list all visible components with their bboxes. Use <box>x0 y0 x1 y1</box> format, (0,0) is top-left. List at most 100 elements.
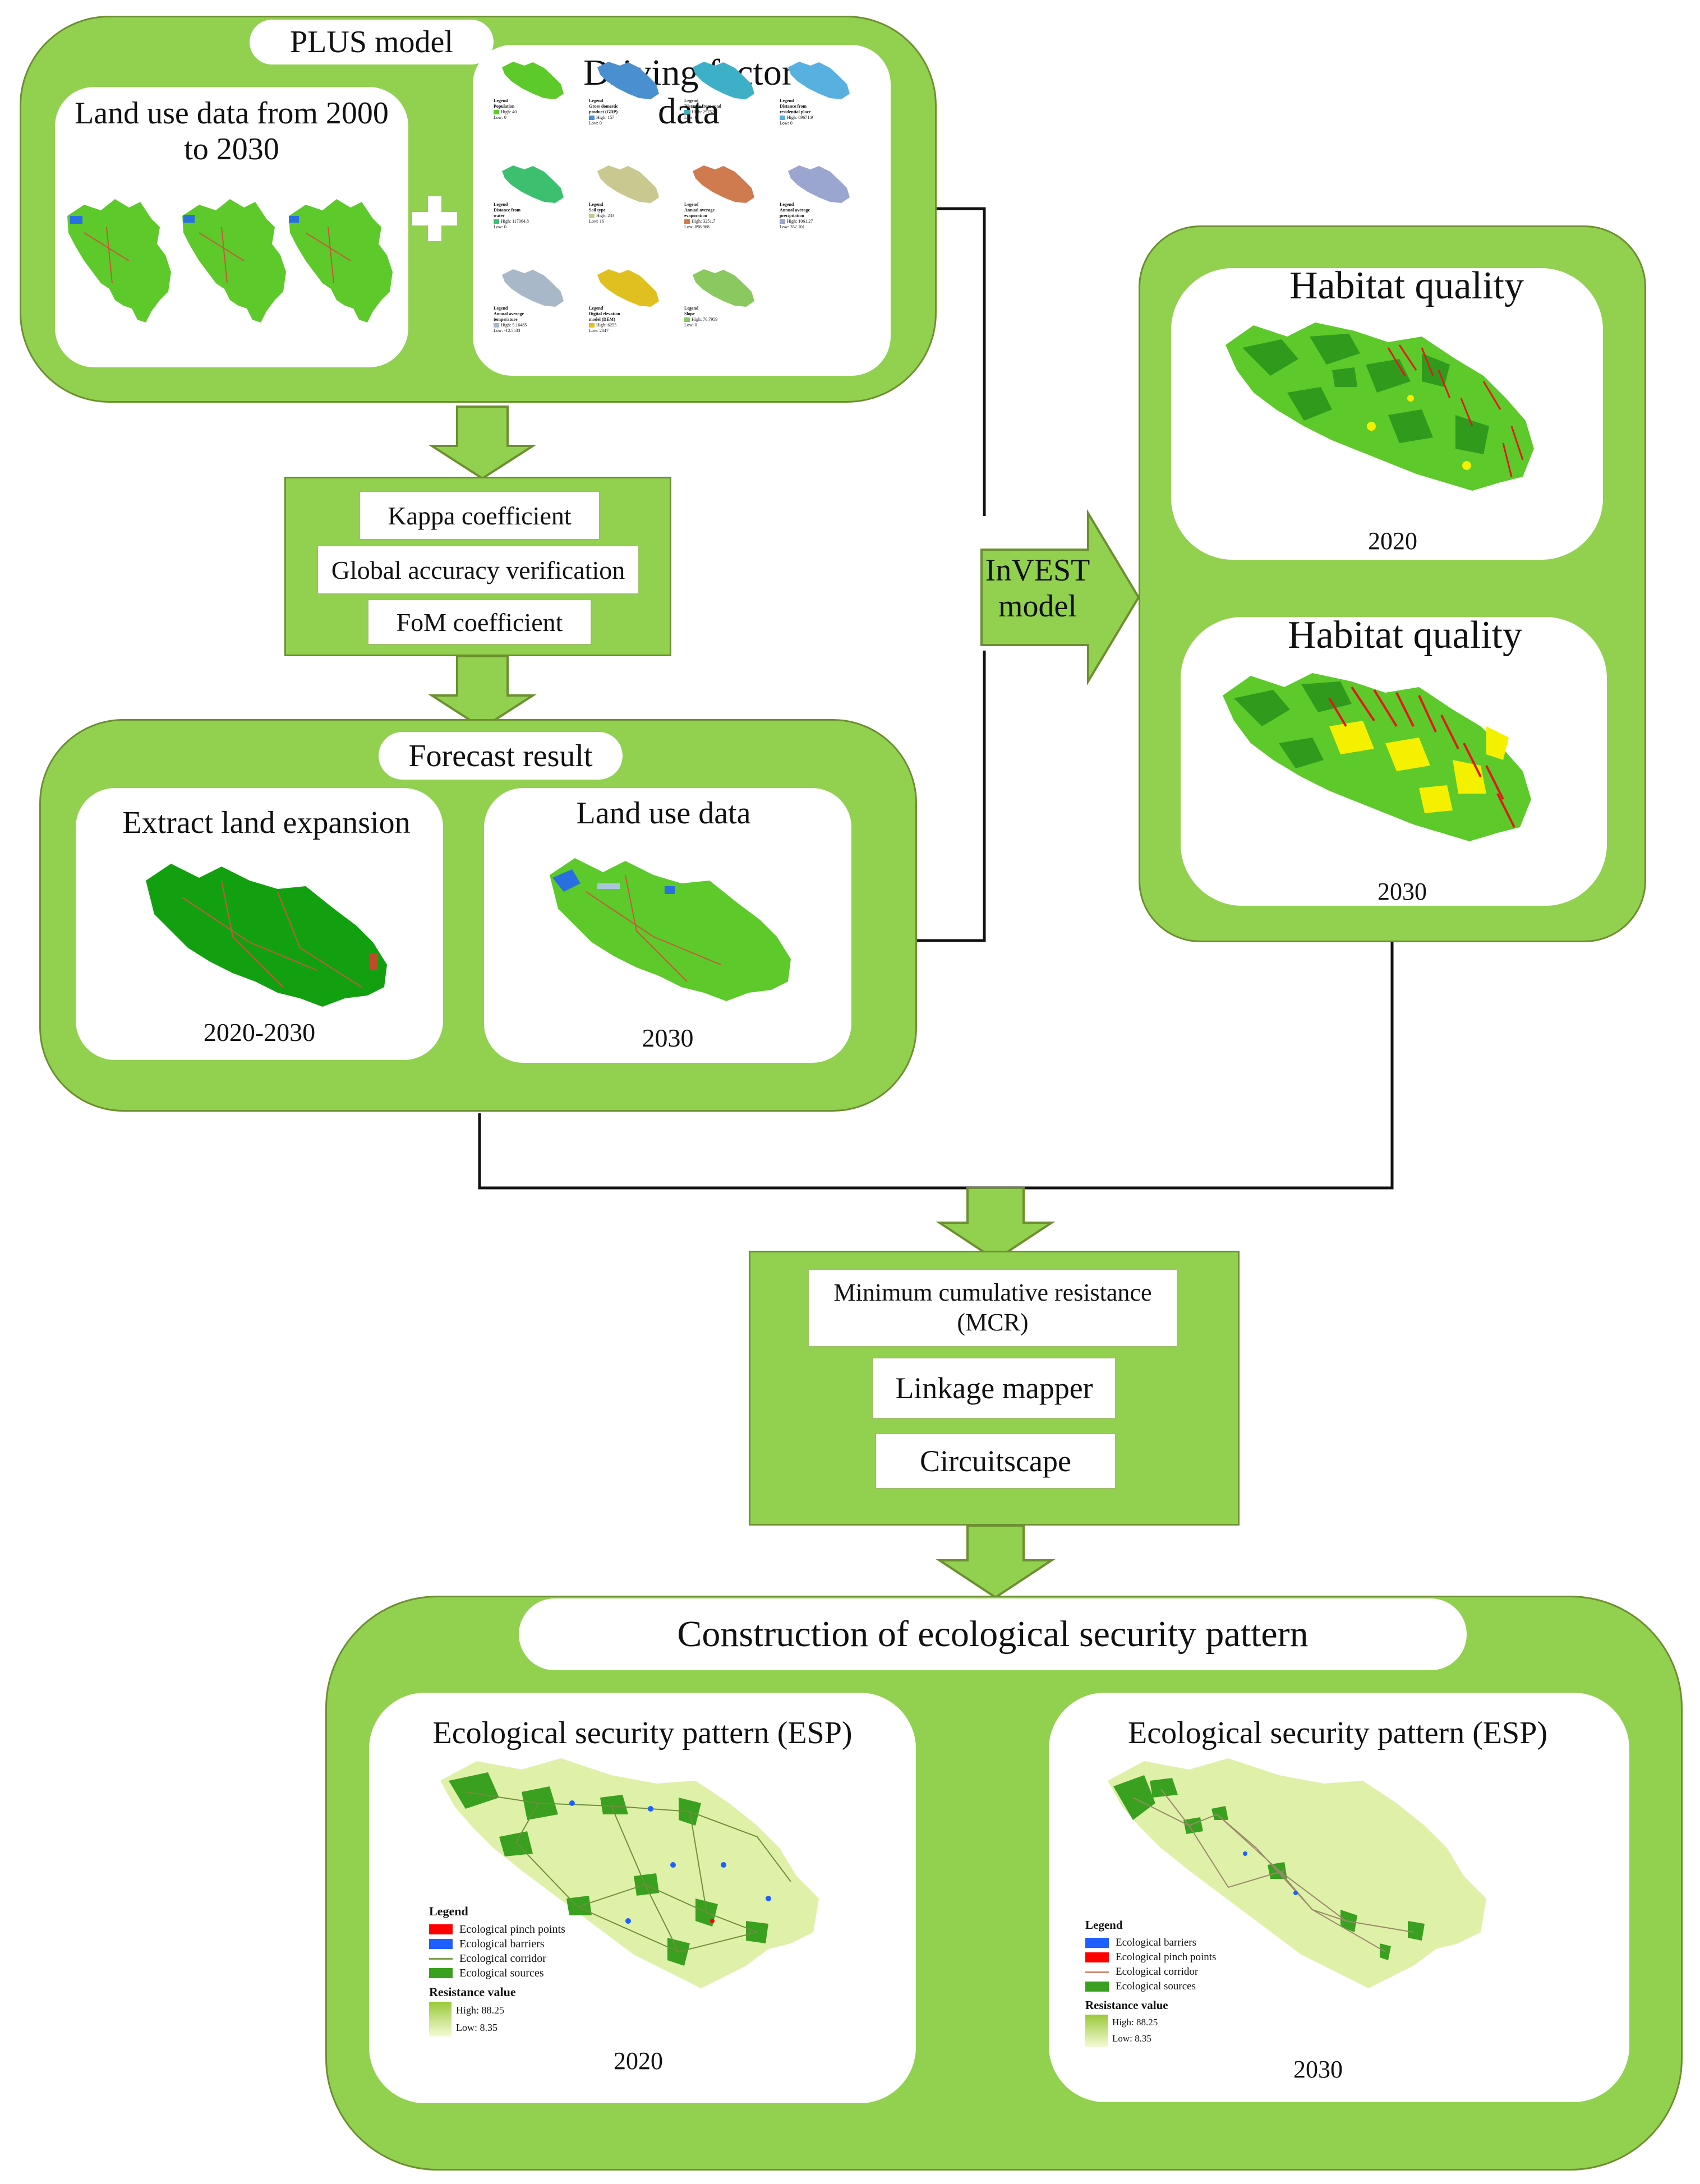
land-use-map-2030 <box>289 199 393 322</box>
factor-color-ramp <box>589 116 595 121</box>
invest-label: InVEST model <box>985 553 1090 624</box>
esp-title: Construction of ecological security patt… <box>519 1598 1467 1670</box>
land-use-forecast-title: Land use data <box>576 796 751 831</box>
factor-legend-title: Legend <box>494 306 508 311</box>
land-use-map-2000 <box>67 199 171 322</box>
habitat-title-2030: Habitat quality <box>1288 614 1522 657</box>
driving-factor-map <box>597 165 659 203</box>
arrow-down-4 <box>936 1524 1056 1599</box>
factor-low: Low: 0 <box>684 322 697 328</box>
factor-legend-title: Legend <box>494 98 508 103</box>
factor-color-ramp <box>494 219 499 224</box>
driving-factor-map <box>502 62 564 99</box>
driving-factor-map <box>502 269 564 307</box>
legend-swatch <box>1085 1938 1109 1948</box>
esp-map-2030 <box>1108 1758 1486 1988</box>
esp-legend-title-2020: Legend <box>429 1904 468 1918</box>
factor-high: High: 69671.9 <box>787 115 813 120</box>
legend-label: Ecological sources <box>459 1966 544 1979</box>
driving-factor-map <box>597 62 659 99</box>
factor-low: Low: 2847 <box>589 328 609 333</box>
legend-label: Ecological sources <box>1116 1980 1196 1992</box>
land-use-title: Land use data from 2000 to 2030 <box>75 96 389 167</box>
invest-arrow <box>980 509 1140 686</box>
land-use-forecast-map <box>550 858 791 1001</box>
habitat-title-2020: Habitat quality <box>1289 264 1524 307</box>
legend-item: Ecological pinch points <box>1085 1950 1276 1965</box>
factor-high: High: 1061.27 <box>787 219 813 224</box>
factor-low: Low: 0 <box>684 115 697 120</box>
factor-legend-title: Legend <box>589 306 603 311</box>
mcr-method-box: Minimum cumulative resistance (MCR) <box>808 1269 1178 1347</box>
factor-legend-title: Legend <box>780 202 794 207</box>
factor-low: Low: 352.101 <box>780 224 805 229</box>
legend-swatch <box>1085 1971 1109 1973</box>
factor-name: Distance from water <box>494 208 521 218</box>
legend-swatch <box>1085 1982 1109 1992</box>
line-plus-to-invest <box>931 207 986 516</box>
legend-item: Ecological sources <box>429 1966 620 1980</box>
esp-legend-title-2030: Legend <box>1085 1918 1123 1932</box>
factor-low: Low: 898.968 <box>684 224 710 229</box>
esp-resistance-title-2030: Resistance value <box>1085 1998 1168 2012</box>
arrow-down-2 <box>428 655 537 730</box>
factor-color-ramp <box>684 317 690 322</box>
factor-color-ramp <box>589 214 595 219</box>
factor-color-ramp <box>589 323 595 328</box>
resistance-gradient <box>429 2002 452 2036</box>
line-forecast-to-invest <box>915 651 986 942</box>
esp-title-2020: Ecological security pattern (ESP) <box>432 1716 853 1750</box>
habitat-map-2030 <box>1223 673 1531 841</box>
factor-legend-title: Legend <box>684 98 699 103</box>
factor-color-ramp <box>780 219 785 224</box>
factor-high: High: 3251.7 <box>692 219 716 224</box>
fom-coefficient-box: FoM coefficient <box>367 599 592 645</box>
forecast-title: Forecast result <box>379 732 623 780</box>
driving-factor-map <box>788 165 850 203</box>
extract-land-year: 2020-2030 <box>203 1018 316 1047</box>
factor-name: Soil type <box>589 208 606 213</box>
habitat-year-2020: 2020 <box>1368 527 1417 555</box>
factor-high: High: 157 <box>596 115 615 120</box>
factor-high: High: 5.16485 <box>501 322 527 328</box>
legend-item: Ecological barriers <box>1085 1936 1276 1950</box>
driving-factor-map <box>597 269 659 307</box>
legend-item: Ecological corridor <box>1085 1965 1276 1979</box>
factor-low: Low: 16 <box>589 219 604 224</box>
legend-swatch <box>429 1968 453 1978</box>
factor-color-ramp <box>780 116 785 121</box>
factor-low: Low: 0 <box>589 121 602 126</box>
legend-label: Ecological barriers <box>459 1937 545 1950</box>
factor-high: High: 40 <box>501 109 517 114</box>
circuitscape-box: Circuitscape <box>875 1433 1116 1489</box>
land-use-forecast-year: 2030 <box>642 1024 694 1052</box>
resistance-gradient <box>1085 2015 1108 2047</box>
legend-item: Ecological corridor <box>429 1951 620 1966</box>
factor-color-ramp <box>494 323 499 328</box>
factor-low: Low: -12.5533 <box>494 328 520 333</box>
factor-high: High: 6255 <box>596 322 617 328</box>
legend-item: Ecological barriers <box>429 1937 620 1951</box>
factor-name: Distance from residential place <box>780 104 811 114</box>
plus-model-title: PLUS model <box>250 20 494 64</box>
line-forecast-to-mcr <box>478 942 1394 1190</box>
legend-label: Ecological corridor <box>459 1952 546 1965</box>
factor-name: Slope <box>684 311 695 316</box>
driving-factor-card <box>473 45 891 376</box>
extract-land-map <box>146 864 387 1007</box>
legend-swatch <box>1085 1952 1109 1962</box>
resistance-high: High: 88.25 <box>456 2005 505 2016</box>
esp-resistance-title-2020: Resistance value <box>429 1985 516 1999</box>
esp-year-2030: 2030 <box>1293 2056 1343 2083</box>
factor-name: Gross domestic product (GDP) <box>589 104 619 114</box>
resistance-low: Low: 8.35 <box>456 2021 497 2033</box>
